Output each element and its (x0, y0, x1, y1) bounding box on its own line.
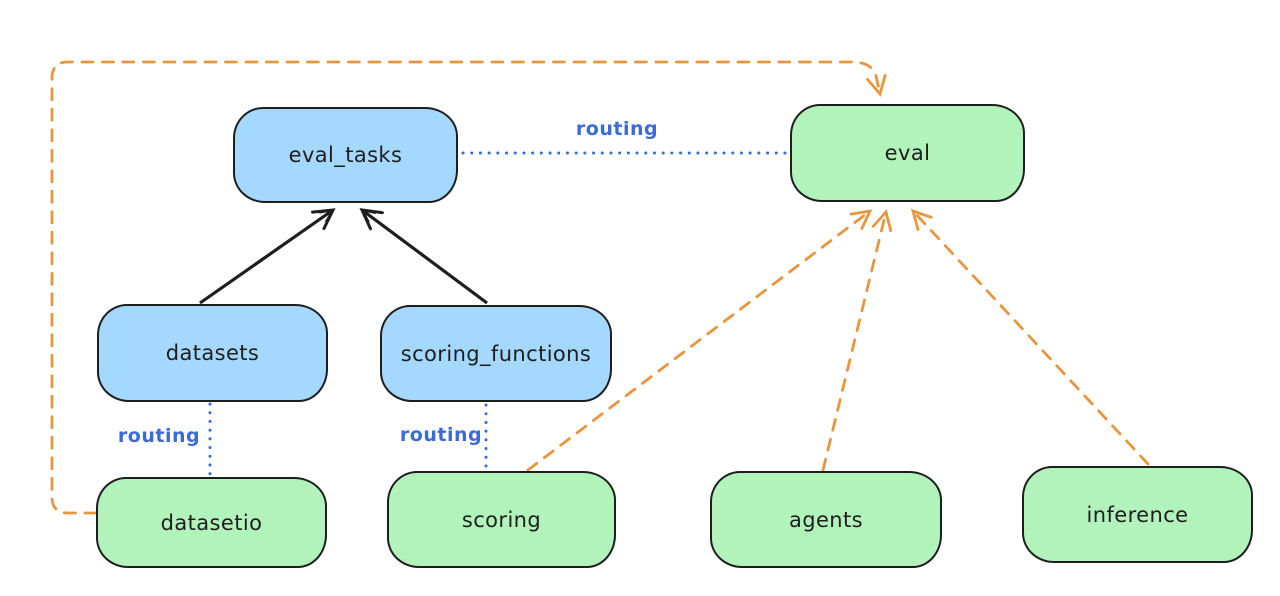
node-scoring-functions-label: scoring_functions (400, 341, 592, 366)
edge-scoring-functions-to-eval-tasks (359, 208, 488, 305)
node-agents: agents (710, 471, 942, 568)
node-inference-label: inference (1086, 502, 1189, 527)
node-scoring-label: scoring (461, 507, 542, 532)
node-scoring: scoring (387, 471, 616, 568)
edge-datasetio-to-eval (50, 60, 887, 515)
node-datasetio: datasetio (96, 477, 327, 568)
edge-inference-to-eval (910, 208, 1150, 466)
node-scoring-functions: scoring_functions (380, 305, 612, 402)
edge-label-routing-eval-tasks-eval: routing (575, 118, 659, 140)
node-eval-tasks-label: eval_tasks (288, 143, 403, 167)
node-eval: eval (790, 104, 1025, 202)
node-agents-label: agents (788, 507, 863, 532)
node-inference: inference (1022, 466, 1253, 563)
edge-datasets-to-eval-tasks (199, 208, 336, 305)
edge-label-routing-datasets-datasetio: routing (117, 425, 201, 447)
edge-scoring-to-eval (526, 209, 873, 472)
node-eval-tasks: eval_tasks (233, 107, 458, 203)
node-datasets-label: datasets (165, 341, 260, 365)
edge-label-routing-scoring-functions-scoring: routing (399, 424, 483, 446)
edge-agents-to-eval (821, 209, 893, 472)
node-datasets: datasets (97, 304, 328, 402)
node-datasetio-label: datasetio (160, 510, 263, 535)
node-eval-label: eval (884, 141, 931, 165)
